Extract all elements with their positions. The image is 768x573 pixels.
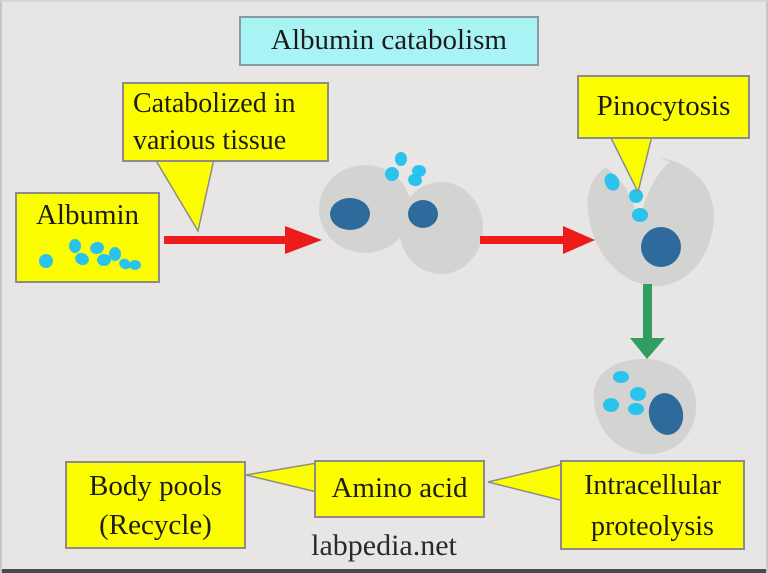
albumin-dot bbox=[395, 152, 407, 166]
body-pools-box: Body pools (Recycle) bbox=[65, 461, 246, 549]
albumin-dot bbox=[119, 258, 131, 270]
watermark: labpedia.net bbox=[311, 529, 457, 562]
albumin-dot bbox=[629, 189, 643, 203]
body-pools-line2: (Recycle) bbox=[99, 509, 212, 541]
tissue-cells-icon bbox=[319, 152, 483, 274]
amino-acid-box: Amino acid bbox=[314, 460, 485, 518]
red-arrow-tissue-to-pinocytosis bbox=[480, 226, 595, 254]
callout-catabolized-line1: Catabolized in bbox=[133, 88, 296, 119]
pinocytosis-cell-icon bbox=[587, 153, 715, 287]
albumin-dot bbox=[39, 254, 53, 268]
cell-nucleus bbox=[648, 393, 684, 435]
callout-tail-catabolized bbox=[153, 158, 215, 234]
albumin-dot bbox=[129, 260, 141, 270]
cell-nucleus bbox=[330, 198, 370, 230]
cell-body bbox=[399, 182, 483, 274]
cell-notch bbox=[600, 153, 670, 224]
proteolysis-cell-icon bbox=[593, 358, 697, 455]
albumin-dot bbox=[90, 241, 104, 255]
albumin-dot bbox=[109, 247, 121, 261]
albumin-dot bbox=[385, 167, 399, 181]
callout-tail-intracellular bbox=[487, 463, 565, 502]
albumin-dot bbox=[613, 371, 629, 383]
green-arrow-to-proteolysis bbox=[630, 284, 665, 359]
albumin-dot bbox=[75, 252, 89, 266]
cell-nucleus bbox=[408, 200, 438, 228]
amino-acid-label: Amino acid bbox=[331, 472, 468, 504]
callout-pinocytosis: Pinocytosis bbox=[577, 75, 750, 139]
bottom-border-bar bbox=[2, 569, 766, 573]
intracellular-line1: Intracellular bbox=[584, 470, 721, 501]
albumin-dot bbox=[69, 239, 81, 253]
title-box: Albumin catabolism bbox=[239, 16, 539, 66]
cell-nucleus bbox=[641, 227, 681, 267]
intracellular-proteolysis-box: Intracellular proteolysis bbox=[560, 460, 745, 550]
albumin-box: Albumin bbox=[15, 192, 160, 283]
cell-body bbox=[587, 156, 715, 287]
albumin-dots-icon bbox=[39, 239, 141, 270]
body-pools-line1: Body pools bbox=[89, 470, 222, 502]
albumin-dot bbox=[628, 403, 644, 415]
pinocytosis-label: Pinocytosis bbox=[596, 90, 731, 122]
albumin-dot bbox=[408, 173, 422, 187]
red-arrow-albumin-to-tissue bbox=[164, 226, 322, 254]
albumin-dot bbox=[632, 208, 648, 222]
callout-catabolized-line2: various tissue bbox=[133, 125, 287, 156]
callout-catabolized: Catabolized in various tissue bbox=[122, 82, 329, 162]
albumin-dot bbox=[604, 173, 620, 191]
intracellular-line2: proteolysis bbox=[591, 511, 714, 542]
page-title: Albumin catabolism bbox=[271, 24, 507, 56]
callout-tail-amino-acid bbox=[245, 462, 318, 493]
albumin-dot bbox=[97, 254, 111, 266]
albumin-dot bbox=[630, 387, 646, 401]
albumin-label: Albumin bbox=[35, 199, 140, 231]
albumin-dot bbox=[603, 398, 619, 412]
